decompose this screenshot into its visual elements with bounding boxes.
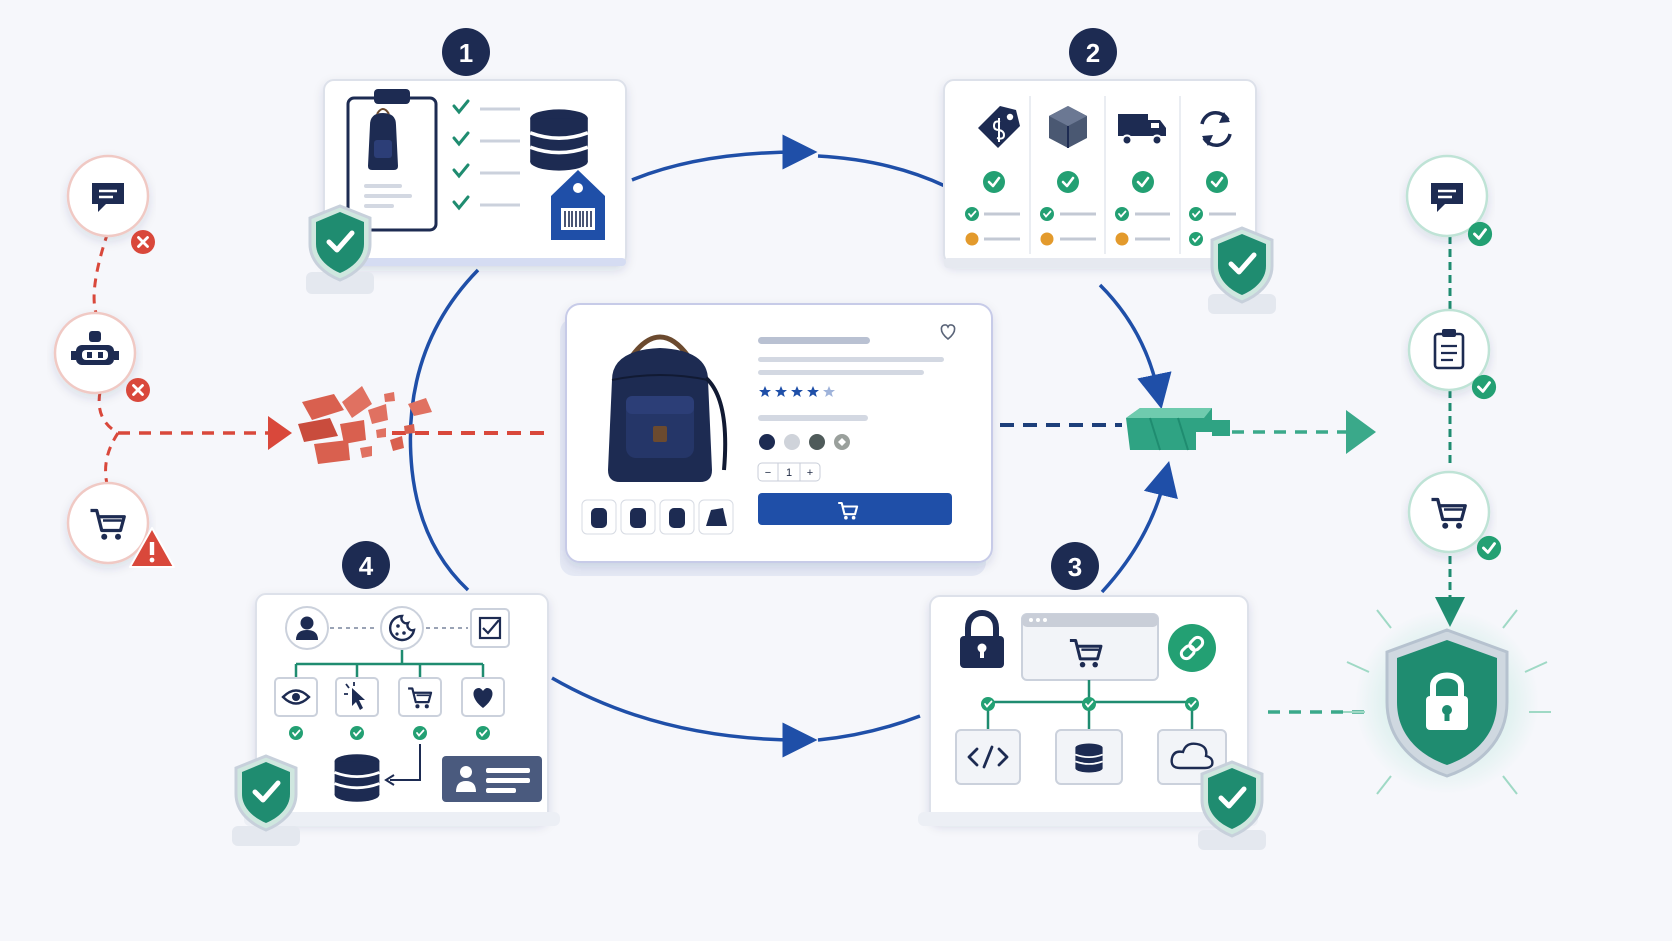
- cart-icon: [838, 501, 859, 520]
- swatch[interactable]: [809, 434, 825, 450]
- right-chat-node: [1405, 154, 1489, 238]
- left-chat-node: [66, 154, 150, 238]
- step-2-status-lines: [964, 206, 1236, 247]
- repaired-bricks: [1126, 408, 1230, 451]
- check-icon: [1466, 220, 1494, 248]
- backpack-image: [608, 334, 728, 482]
- color-swatches[interactable]: [759, 434, 850, 450]
- product-card: − 1 +: [560, 303, 993, 576]
- box-icon: [1049, 106, 1087, 148]
- step-3-tree: [980, 680, 1200, 730]
- checkout-window: [1021, 613, 1159, 681]
- left-bot-node: [53, 311, 137, 395]
- left-arrow-head: [268, 416, 292, 450]
- consent-icon: [470, 608, 510, 648]
- rating-stars: [759, 386, 835, 397]
- id-card-icon: [442, 756, 542, 802]
- link-icon: [1168, 624, 1216, 672]
- quantity-plus[interactable]: +: [807, 467, 813, 479]
- step-3-card: [918, 595, 1266, 850]
- product-details-placeholder: [758, 337, 944, 421]
- shield-check-icon: [310, 206, 370, 280]
- price-tag-icon: [978, 106, 1020, 148]
- x-icon: [131, 230, 155, 254]
- refresh-icon: [1200, 111, 1232, 147]
- check-icon: [288, 725, 304, 741]
- chat-icon: [92, 183, 124, 212]
- swatch[interactable]: [759, 434, 775, 450]
- lock-icon: [960, 610, 1004, 668]
- check-circle-icon: [1204, 169, 1230, 195]
- code-icon: [955, 729, 1021, 785]
- left-cart-node: [66, 481, 150, 565]
- arc-1-to-2: [631, 134, 818, 182]
- check-circle-icon: [981, 169, 1007, 195]
- step-number: 3: [1068, 552, 1082, 582]
- database-icon: [1055, 729, 1123, 785]
- check-icon: [412, 725, 428, 741]
- arc-left: [408, 268, 480, 592]
- quantity-stepper[interactable]: − 1 +: [757, 462, 821, 482]
- check-circle-icon: [1130, 169, 1156, 195]
- database-icon: [333, 752, 381, 804]
- left-chain: [53, 154, 548, 568]
- shield-rays: [1343, 609, 1551, 795]
- step-1-card: [306, 79, 627, 294]
- quantity-value: 1: [786, 467, 792, 479]
- chat-icon: [1431, 183, 1463, 212]
- check-icon: [349, 725, 365, 741]
- heart-icon: [461, 677, 505, 717]
- clipboard-icon: [1433, 329, 1465, 370]
- right-chain: [1343, 154, 1551, 795]
- check-icon: [1475, 534, 1503, 562]
- image-thumbnails[interactable]: [581, 499, 734, 535]
- right-cart-node: [1407, 470, 1491, 554]
- step-number: 2: [1086, 38, 1100, 68]
- lock-shield-icon: [1343, 609, 1551, 795]
- step-number: 4: [359, 551, 374, 581]
- arc-2-to-product: [1098, 283, 1172, 410]
- step-badge-3: 3: [1051, 542, 1099, 590]
- broken-bricks: [298, 386, 432, 464]
- bot-icon: [71, 331, 119, 365]
- check-icon: [1470, 373, 1498, 401]
- step-badge-2: 2: [1069, 28, 1117, 76]
- database-icon: [528, 107, 590, 173]
- pointer-icon: [335, 677, 379, 717]
- truck-icon: [1118, 114, 1166, 146]
- swatch[interactable]: [784, 434, 800, 450]
- x-icon: [126, 378, 150, 402]
- warning-icon: [129, 527, 175, 568]
- step-4-card: [232, 593, 560, 846]
- right-arrow-head: [1346, 410, 1376, 454]
- cycle-arcs: [408, 134, 1178, 758]
- barcode-tag-icon: [551, 170, 605, 240]
- step-4-tree: [294, 650, 485, 678]
- cookie-icon: [380, 606, 424, 650]
- shield-check-icon: [1212, 228, 1272, 302]
- cart-icon: [398, 677, 442, 717]
- arc-4-to-3: [551, 676, 818, 758]
- step-badge-1: 1: [442, 28, 490, 76]
- backpack-icon: [368, 108, 398, 170]
- arc-3-to-product: [1100, 460, 1178, 594]
- right-clipboard-node: [1407, 308, 1491, 392]
- quantity-minus[interactable]: −: [765, 467, 771, 479]
- step-2-card: [943, 79, 1276, 314]
- check-icon: [475, 725, 491, 741]
- check-circle-icon: [1055, 169, 1081, 195]
- user-icon: [285, 606, 329, 650]
- checklist-icon: [452, 99, 520, 211]
- eye-icon: [274, 677, 318, 717]
- step-number: 1: [459, 38, 473, 68]
- add-to-cart-button[interactable]: [758, 493, 952, 525]
- heart-icon[interactable]: [940, 324, 956, 341]
- step-badge-4: 4: [342, 541, 390, 589]
